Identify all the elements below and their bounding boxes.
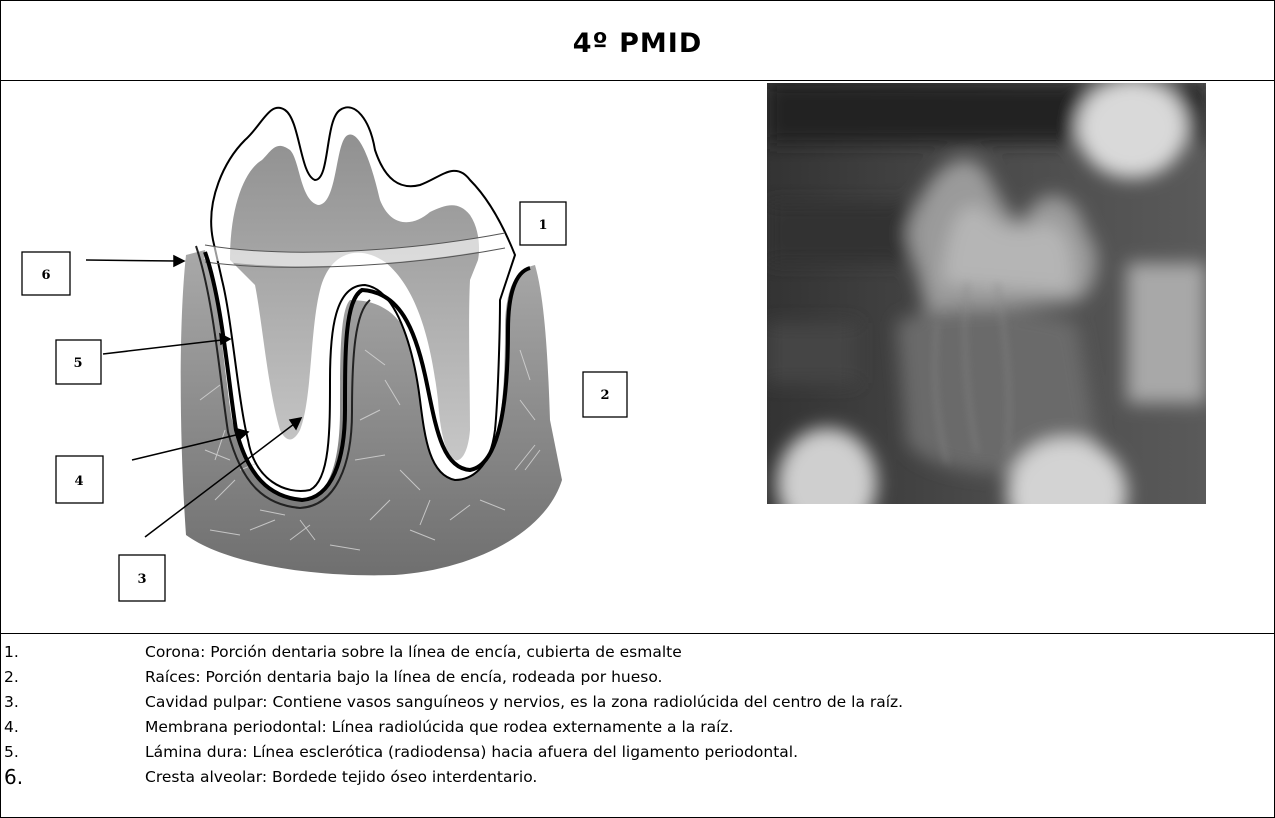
legend-item: 4. Membrana periodontal: Línea radiolúci… — [0, 715, 1275, 740]
legend-item: 3. Cavidad pulpar: Contiene vasos sanguí… — [0, 690, 1275, 715]
callout-1: 1 — [520, 202, 566, 245]
callout-label-1: 1 — [538, 218, 547, 233]
callout-label-6: 6 — [41, 268, 50, 283]
callout-3: 3 — [119, 555, 165, 601]
legend-text: Raíces: Porción dentaria bajo la línea d… — [145, 665, 662, 690]
legend-number: 5. — [4, 740, 19, 765]
legend-item: 5. Lámina dura: Línea esclerótica (radio… — [0, 740, 1275, 765]
legend-item: 6. Cresta alveolar: Bordede tejido óseo … — [0, 765, 1275, 790]
callout-4: 4 — [56, 456, 103, 503]
callout-6: 6 — [22, 252, 70, 295]
legend-list: 1. Corona: Porción dentaria sobre la lín… — [0, 640, 1275, 790]
callout-2: 2 — [583, 372, 627, 417]
page-title: 4º PMID — [0, 28, 1275, 59]
legend-number: 3. — [4, 690, 19, 715]
legend-text: Corona: Porción dentaria sobre la línea … — [145, 640, 682, 665]
legend-text: Lámina dura: Línea esclerótica (radioden… — [145, 740, 798, 765]
legend-item: 2. Raíces: Porción dentaria bajo la líne… — [0, 665, 1275, 690]
legend-text: Cresta alveolar: Bordede tejido óseo int… — [145, 765, 537, 790]
callout-5: 5 — [56, 340, 101, 384]
legend-divider — [0, 633, 1275, 634]
callout-label-4: 4 — [74, 474, 83, 489]
legend-text: Cavidad pulpar: Contiene vasos sanguíneo… — [145, 690, 903, 715]
callout-label-3: 3 — [137, 572, 146, 587]
legend-number: 2. — [4, 665, 19, 690]
legend-number: 6. — [4, 765, 23, 790]
legend-number: 4. — [4, 715, 19, 740]
dental-radiograph — [767, 83, 1206, 504]
callout-label-2: 2 — [600, 388, 609, 403]
callout-label-5: 5 — [73, 356, 82, 371]
arrow-6 — [86, 260, 176, 261]
legend-item: 1. Corona: Porción dentaria sobre la lín… — [0, 640, 1275, 665]
legend-number: 1. — [4, 640, 19, 665]
tooth-anatomy-diagram: 1 2 3 4 5 6 — [0, 81, 700, 631]
legend-text: Membrana periodontal: Línea radiolúcida … — [145, 715, 733, 740]
